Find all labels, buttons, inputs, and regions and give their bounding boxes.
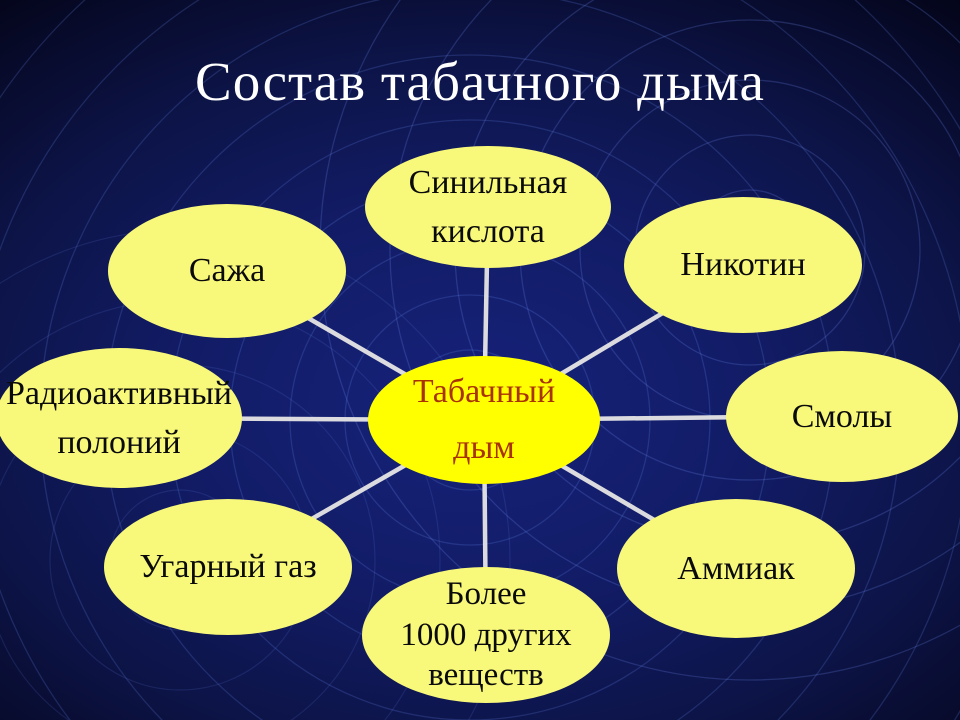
node-hydrocyanic-acid: Синильная кислота xyxy=(365,146,611,268)
node-carbon-monoxide: Угарный газ xyxy=(104,499,352,635)
slide-title: Состав табачного дыма xyxy=(195,51,765,112)
node-label-line: веществ xyxy=(428,657,544,694)
node-tar: Смолы xyxy=(726,351,958,482)
node-label-line: Аммиак xyxy=(677,549,795,587)
node-label-line: Радиоактивный xyxy=(6,374,232,412)
node-label-line: Табачный xyxy=(412,372,556,410)
node-ammonia: Аммиак xyxy=(617,499,855,638)
node-label-line: Синильная xyxy=(408,163,568,201)
node-soot: Сажа xyxy=(108,204,346,338)
node-label-line: дым xyxy=(453,429,515,466)
node-radioactive-polonium: Радиоактивный полоний xyxy=(0,348,242,488)
node-other-substances: Более 1000 других веществ xyxy=(362,567,610,703)
node-nicotine: Никотин xyxy=(624,197,862,333)
node-label-line: полоний xyxy=(57,424,181,461)
node-label-line: Более xyxy=(445,575,527,612)
node-tobacco-smoke-center: Табачный дым xyxy=(368,356,600,484)
node-label-line: Угарный газ xyxy=(139,548,317,586)
node-label-line: Никотин xyxy=(680,246,806,284)
node-label-line: Сажа xyxy=(188,252,266,290)
node-label-line: кислота xyxy=(431,213,545,250)
node-label-line: Смолы xyxy=(791,397,893,435)
node-label-line: 1000 других xyxy=(400,616,572,653)
